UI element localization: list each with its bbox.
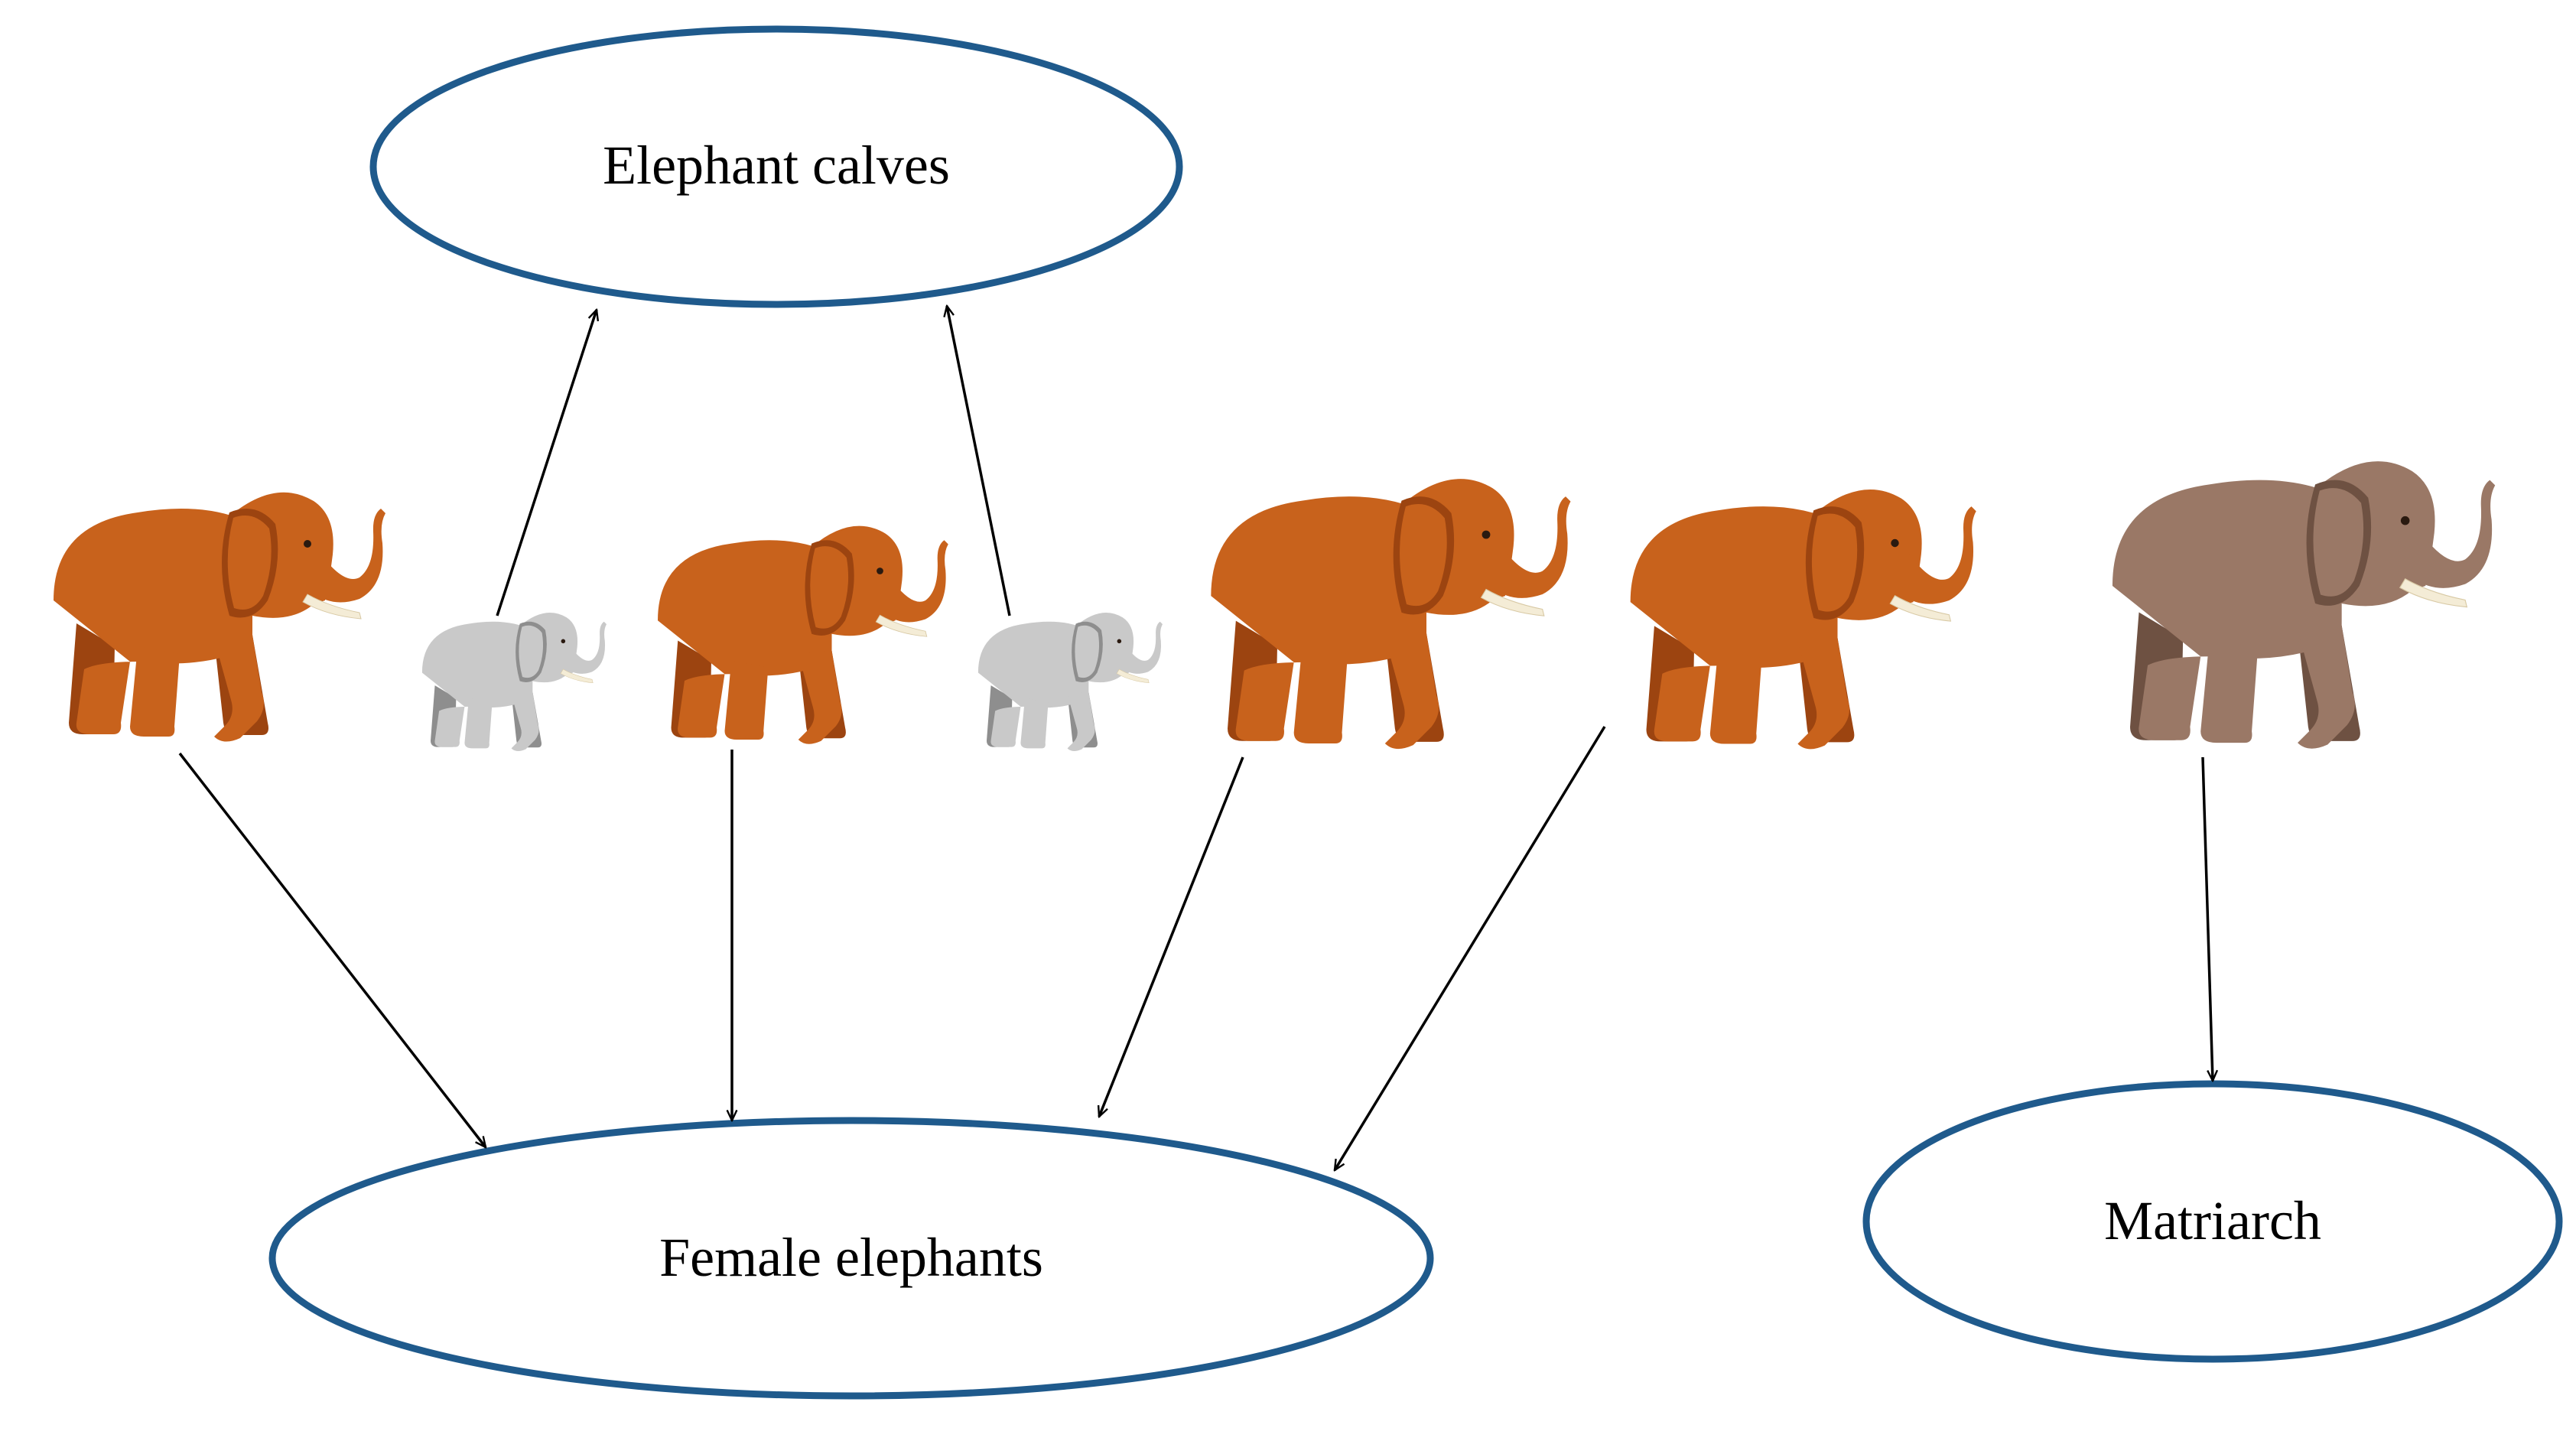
arrow-calf1-to-calves	[496, 310, 597, 616]
matriarch-label: Matriarch	[2104, 1190, 2321, 1251]
female-elephants-ellipse	[268, 1117, 1434, 1400]
elephants	[53, 460, 2496, 752]
arrow-matriarch-to-matriarch-node	[2201, 756, 2213, 1081]
elephant-matriarch-icon	[2112, 460, 2496, 750]
arrow-calf2-to-calves	[947, 306, 1011, 616]
elephant-calves-node: Elephant calves	[369, 25, 1183, 308]
elephant-icon	[1210, 478, 1572, 750]
elephant-calves-ellipse	[369, 25, 1183, 308]
matriarch-ellipse	[1862, 1080, 2563, 1363]
arrow-female4-to-females	[1333, 726, 1606, 1170]
arrows	[178, 306, 2213, 1170]
elephant-calves-label: Elephant calves	[603, 135, 950, 196]
elephant-icon	[53, 492, 386, 743]
matriarch-node: Matriarch	[1862, 1080, 2563, 1363]
elephant-calf-icon	[977, 612, 1163, 752]
arrow-female1-to-females	[178, 752, 486, 1147]
arrow-female3-to-females	[1099, 756, 1244, 1117]
female-elephants-label: Female elephants	[659, 1227, 1043, 1288]
female-elephants-node: Female elephants	[268, 1117, 1434, 1400]
elephant-icon	[1630, 489, 1977, 750]
elephant-calf-icon	[421, 612, 607, 752]
elephant-icon	[657, 525, 949, 745]
